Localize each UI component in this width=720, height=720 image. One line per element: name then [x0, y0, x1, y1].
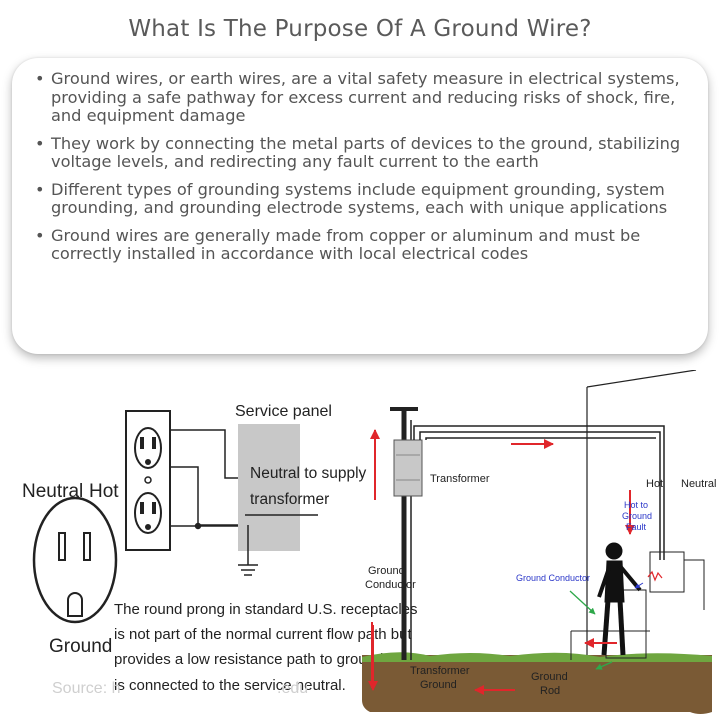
bullet-item: Different types of grounding systems inc… [34, 180, 702, 218]
receptacle-diagram: Neutral Hot Ground Service panel Neutral… [22, 403, 418, 697]
duplex-receptacle-icon [125, 410, 171, 551]
source-watermark: .edu [277, 680, 308, 697]
ground-conductor-pole-label: Conductor [365, 579, 416, 591]
ground-rod-label: Ground [531, 671, 568, 683]
house-outline [586, 370, 697, 655]
fault-label: Fault [626, 522, 647, 532]
summary-card: Ground wires, or earth wires, are a vita… [12, 58, 708, 354]
source-watermark: Source: h [52, 680, 120, 697]
service-lines [413, 425, 665, 560]
bullet-list: Ground wires, or earth wires, are a vita… [34, 69, 702, 273]
grounding-figure: Neutral Hot Ground Service panel Neutral… [0, 370, 720, 720]
receptacle-wiring [170, 429, 245, 530]
neutral-label: Neutral [22, 481, 83, 502]
hot-label: Hot [89, 481, 119, 502]
grass [362, 652, 712, 662]
transformer-ground-label: Transformer [410, 665, 470, 677]
fault-arrow [634, 582, 644, 589]
ground-label: Ground [49, 636, 112, 657]
neutral-supply-label: Neutral to supply [250, 465, 367, 482]
caption-line: is connected to the service neutral. [114, 677, 346, 694]
caption-line: provides a low resistance path to ground… [114, 651, 413, 668]
neutral-supply-label: transformer [250, 491, 329, 508]
transformer-ground-label: Ground [420, 679, 457, 691]
hot-label: Hot [646, 478, 663, 490]
fault-label: Hot to [624, 500, 648, 510]
soil [362, 655, 712, 714]
fault-label: Ground [622, 511, 652, 521]
bullet-item: They work by connecting the metal parts … [34, 134, 702, 172]
ground-conductor-pole-label: Ground [368, 565, 405, 577]
ground-conductor-arrows [569, 590, 613, 670]
bullet-item: Ground wires, or earth wires, are a vita… [34, 69, 702, 126]
bullet-item: Ground wires are generally made from cop… [34, 226, 702, 264]
ground-conductor-label: Ground Conductor [516, 573, 590, 583]
page-title: What Is The Purpose Of A Ground Wire? [128, 16, 592, 42]
caption-line: is not part of the normal current flow p… [114, 626, 412, 643]
neutral-label: Neutral [681, 478, 716, 490]
fault-diagram: Transformer [362, 370, 716, 714]
fault-spark-icon [647, 570, 663, 582]
ground-symbol-icon [238, 525, 258, 576]
person-icon [597, 542, 642, 656]
ground-rod-label: Rod [540, 685, 560, 697]
receptacle-caption: The round prong in standard U.S. recepta… [114, 601, 418, 694]
outlet-face-icon [32, 496, 118, 624]
service-panel-label: Service panel [235, 403, 332, 420]
caption-line: The round prong in standard U.S. recepta… [114, 601, 418, 618]
transformer-label: Transformer [430, 473, 490, 485]
transformer-icon [393, 439, 423, 497]
